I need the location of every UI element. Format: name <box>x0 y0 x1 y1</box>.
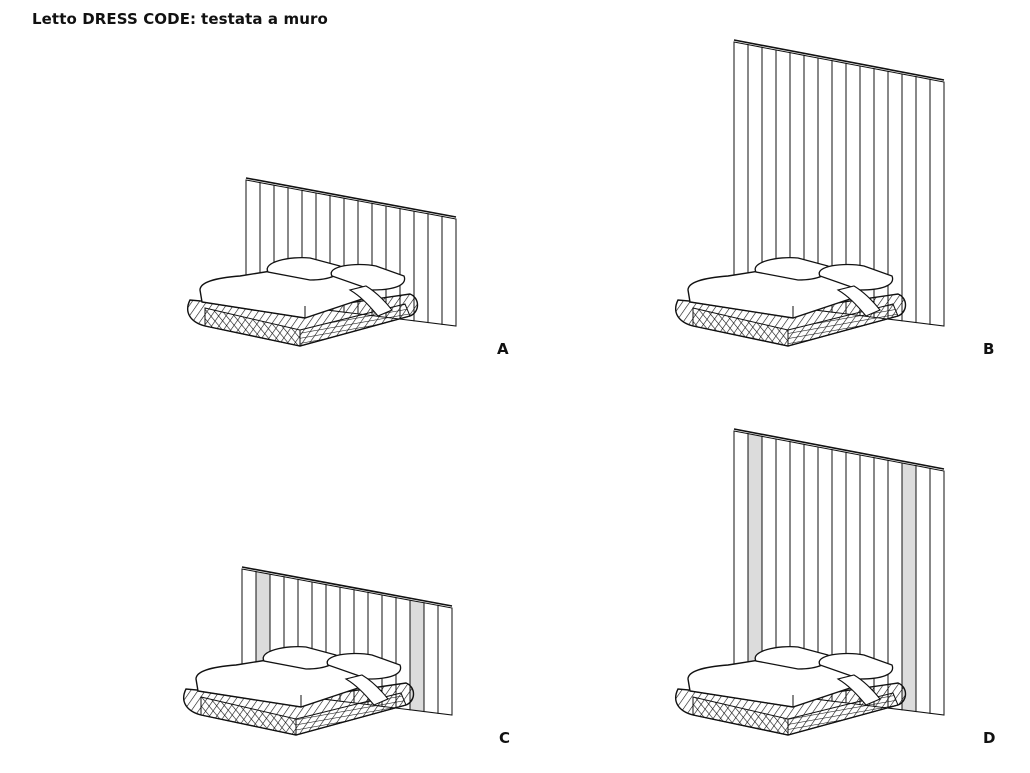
pillow-right <box>818 652 894 680</box>
duvet <box>199 267 371 319</box>
pillow-left <box>754 256 830 281</box>
variant-label-d: D <box>983 729 996 747</box>
sheet-fold <box>836 285 881 317</box>
title-subtitle: testata a muro <box>201 10 328 28</box>
variant-c-drawing <box>183 566 453 736</box>
headboard-panel <box>441 215 457 327</box>
variant-d-drawing <box>675 428 945 736</box>
headboard-top-edge <box>733 39 945 81</box>
pillow-left <box>262 645 338 670</box>
headboard-top-edge <box>733 428 945 470</box>
sheet-fold <box>836 674 881 706</box>
duvet-edge <box>201 301 306 319</box>
variant-label-c: C <box>499 729 511 747</box>
pillow-right <box>326 652 402 680</box>
duvet <box>687 267 859 319</box>
pillow-right <box>818 263 894 291</box>
pillow-left <box>266 256 342 281</box>
headboard-panel <box>423 602 439 714</box>
pillow-left <box>754 645 830 670</box>
headboard-panel <box>915 465 931 714</box>
duvet <box>687 656 859 708</box>
headboard-panel <box>733 41 749 303</box>
headboard-panel <box>901 462 917 713</box>
variant-a-drawing <box>187 177 457 347</box>
headboard-panel <box>427 213 443 325</box>
duvet-edge <box>689 301 794 319</box>
sheet-fold <box>344 674 389 706</box>
sheet-fold <box>348 285 393 317</box>
variant-b-drawing <box>675 39 945 347</box>
headboard-panel <box>901 73 917 324</box>
pillow-right <box>330 263 406 291</box>
headboard-panel <box>929 78 945 327</box>
diagram-title: Letto DRESS CODE: testata a muro <box>32 10 328 28</box>
headboard-panel <box>437 604 453 716</box>
duvet <box>195 656 367 708</box>
duvet-edge <box>197 690 302 708</box>
headboard-panel <box>929 467 945 716</box>
headboard-top-edge <box>245 177 457 218</box>
variant-label-a: A <box>497 340 509 358</box>
duvet-edge <box>689 690 794 708</box>
variant-label-b: B <box>983 340 995 358</box>
headboard-panel <box>733 430 749 692</box>
title-product: Letto DRESS CODE: <box>32 10 197 28</box>
headboard-panel <box>915 76 931 325</box>
headboard-top-edge <box>241 566 453 607</box>
